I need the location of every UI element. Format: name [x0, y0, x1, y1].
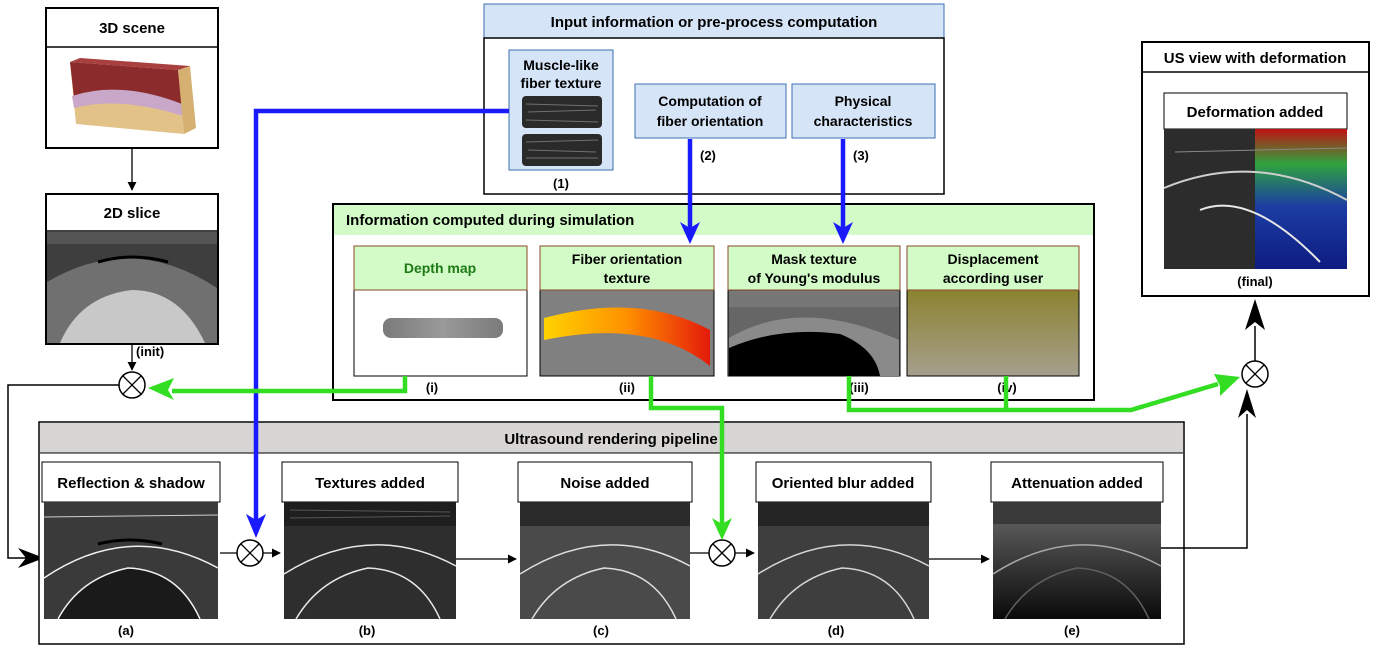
sim-item-4-line1: Displacement: [947, 251, 1038, 267]
stage-c-title: Noise added: [560, 475, 649, 492]
stage-b-label: (b): [359, 623, 376, 638]
init-label: (init): [136, 344, 164, 359]
combine-operator-final: [1241, 360, 1269, 388]
final-panel: US view with deformation Deformation add…: [1141, 41, 1370, 297]
input-panel: Input information or pre-process computa…: [483, 3, 945, 195]
stage-d-image: [757, 502, 930, 620]
comp-line2: fiber orientation: [657, 113, 764, 129]
phys-line2: characteristics: [814, 113, 913, 129]
final-panel-title: US view with deformation: [1164, 50, 1347, 67]
stage-e-title: Attenuation added: [1011, 475, 1143, 492]
pipeline-panel: Ultrasound rendering pipeline Reflection…: [38, 421, 1185, 645]
stage-e-image: [992, 502, 1162, 620]
sim-panel-title: Information computed during simulation: [346, 212, 634, 229]
input-panel-title: Input information or pre-process computa…: [551, 14, 878, 31]
muscle-line1: Muscle-like: [523, 57, 599, 73]
stage-c-image: [519, 502, 691, 620]
stage-c-label: (c): [593, 623, 609, 638]
stage-b-image: [283, 502, 457, 620]
muscle-label: (1): [553, 176, 569, 191]
sim-item-1-title: Depth map: [404, 260, 476, 276]
scene-3d-panel: 3D scene: [45, 7, 219, 149]
scene-3d-image: [70, 58, 196, 134]
scene-3d-title: 3D scene: [99, 20, 165, 37]
combine-operator-textures: [236, 539, 264, 567]
sim-item-2-label: (ii): [619, 380, 635, 395]
slice-2d-title: 2D slice: [104, 205, 161, 222]
sim-item-3-line2: of Young's modulus: [748, 270, 881, 286]
simulation-panel: Information computed during simulation D…: [332, 203, 1095, 401]
final-label: (final): [1237, 274, 1272, 289]
stage-a-image: [43, 502, 219, 620]
phys-line1: Physical: [835, 93, 892, 109]
stage-d-title: Oriented blur added: [772, 475, 915, 492]
depth-map-image: [383, 318, 503, 338]
sim-item-1-label: (i): [426, 380, 438, 395]
comp-line1: Computation of: [658, 93, 762, 109]
slice-2d-panel: 2D slice: [45, 193, 219, 345]
final-image: [1163, 129, 1348, 269]
muscle-line2: fiber texture: [521, 75, 602, 91]
slice-2d-image: [47, 232, 217, 343]
pipeline-title: Ultrasound rendering pipeline: [504, 431, 717, 448]
combine-operator-init: [118, 371, 146, 399]
stage-d-label: (d): [828, 623, 845, 638]
sim-item-3-label: (iii): [849, 380, 869, 395]
fiber-orientation-image: [544, 307, 710, 366]
sim-item-4-line2: according user: [943, 270, 1044, 286]
sim-item-3-line1: Mask texture: [771, 251, 857, 267]
muscle-texture-image: [522, 96, 602, 166]
comp-label: (2): [700, 148, 716, 163]
stage-b-title: Textures added: [315, 475, 425, 492]
combine-operator-blur: [708, 539, 736, 567]
phys-label: (3): [853, 148, 869, 163]
sim-item-2-line1: Fiber orientation: [572, 251, 682, 267]
stage-e-label: (e): [1064, 623, 1080, 638]
stage-a-label: (a): [118, 623, 134, 638]
mask-texture-image: [729, 331, 880, 376]
final-inner-title: Deformation added: [1187, 104, 1324, 121]
stage-a-title: Reflection & shadow: [57, 475, 205, 492]
sim-item-2-line2: texture: [604, 270, 651, 286]
